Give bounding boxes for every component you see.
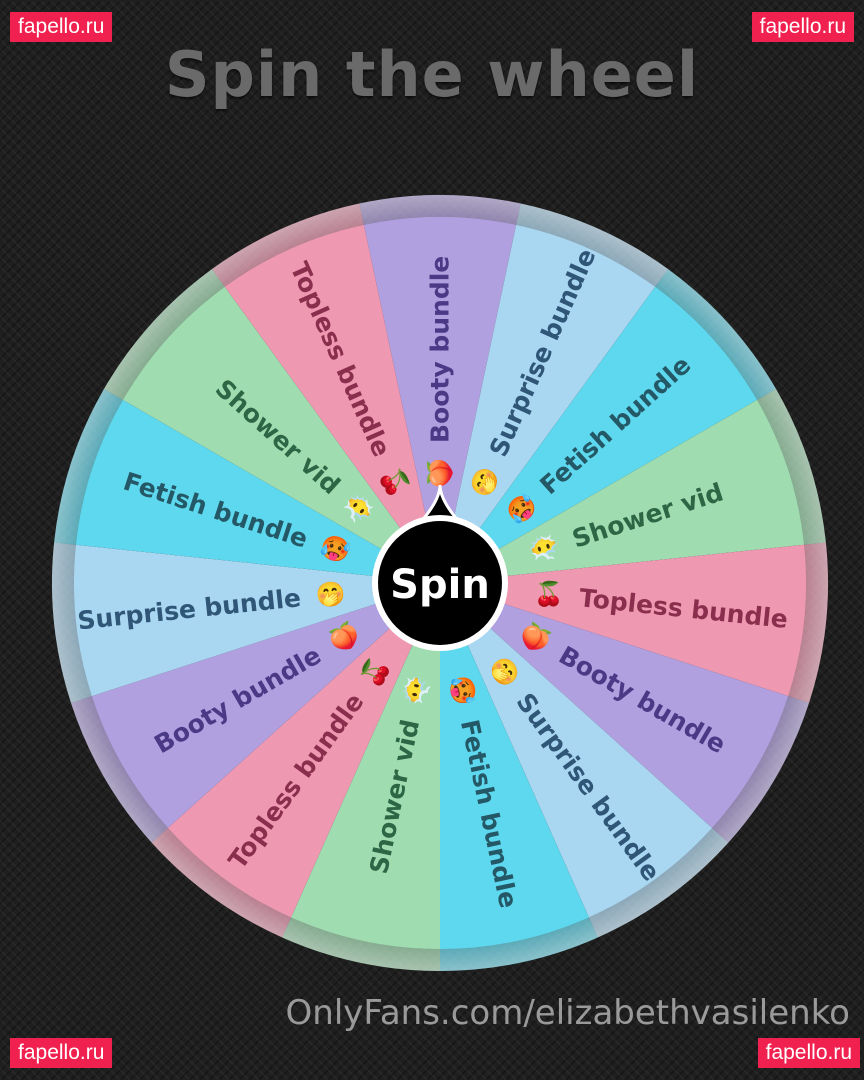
wheel-segment — [440, 286, 757, 583]
peach-icon: 🍑 — [426, 458, 454, 488]
wheel-segment — [440, 583, 789, 828]
wheel-label-group: Booty bundle 🍑 — [426, 256, 455, 488]
wheel-segment — [74, 544, 441, 697]
wheel-segment-label: Booty bundle — [426, 256, 455, 443]
cherries-icon: 🍒 — [533, 579, 566, 610]
watermark-badge-top-left: fapello.ru — [10, 12, 113, 43]
spin-button[interactable]: Spin — [372, 484, 508, 651]
page-title: Spin the wheel — [164, 38, 700, 111]
wheel-segment — [291, 583, 440, 949]
wheel-segment — [91, 583, 440, 828]
watermark-badge-top-right: fapello.ru — [751, 12, 854, 43]
hugging-face-icon: 🤭 — [314, 579, 347, 610]
wheel-segment — [76, 400, 440, 583]
shower-face-icon: 😶‍🌫️ — [399, 673, 434, 708]
wheel-segment — [440, 224, 656, 583]
wheel-segment — [224, 224, 440, 583]
wheel-segment — [440, 583, 589, 949]
wheel-segment — [440, 583, 712, 918]
spin-button-label: Spin — [390, 562, 490, 608]
wheel-segments — [74, 217, 806, 949]
watermark-badge-bottom-left: fapello.ru — [10, 1038, 113, 1069]
wheel-segment — [168, 583, 441, 918]
wheel-segment — [440, 544, 806, 697]
watermark-badge-bottom-right: fapello.ru — [757, 1038, 860, 1069]
spin-button-core — [378, 521, 502, 645]
wheel-segment — [123, 286, 440, 583]
wheel-segment — [440, 400, 804, 583]
wheel-segment — [363, 217, 517, 583]
hot-face-icon: 🥵 — [446, 673, 480, 708]
footer-watermark: OnlyFans.com/elizabethvasilenko — [285, 993, 850, 1033]
spin-pointer-icon — [414, 484, 466, 527]
